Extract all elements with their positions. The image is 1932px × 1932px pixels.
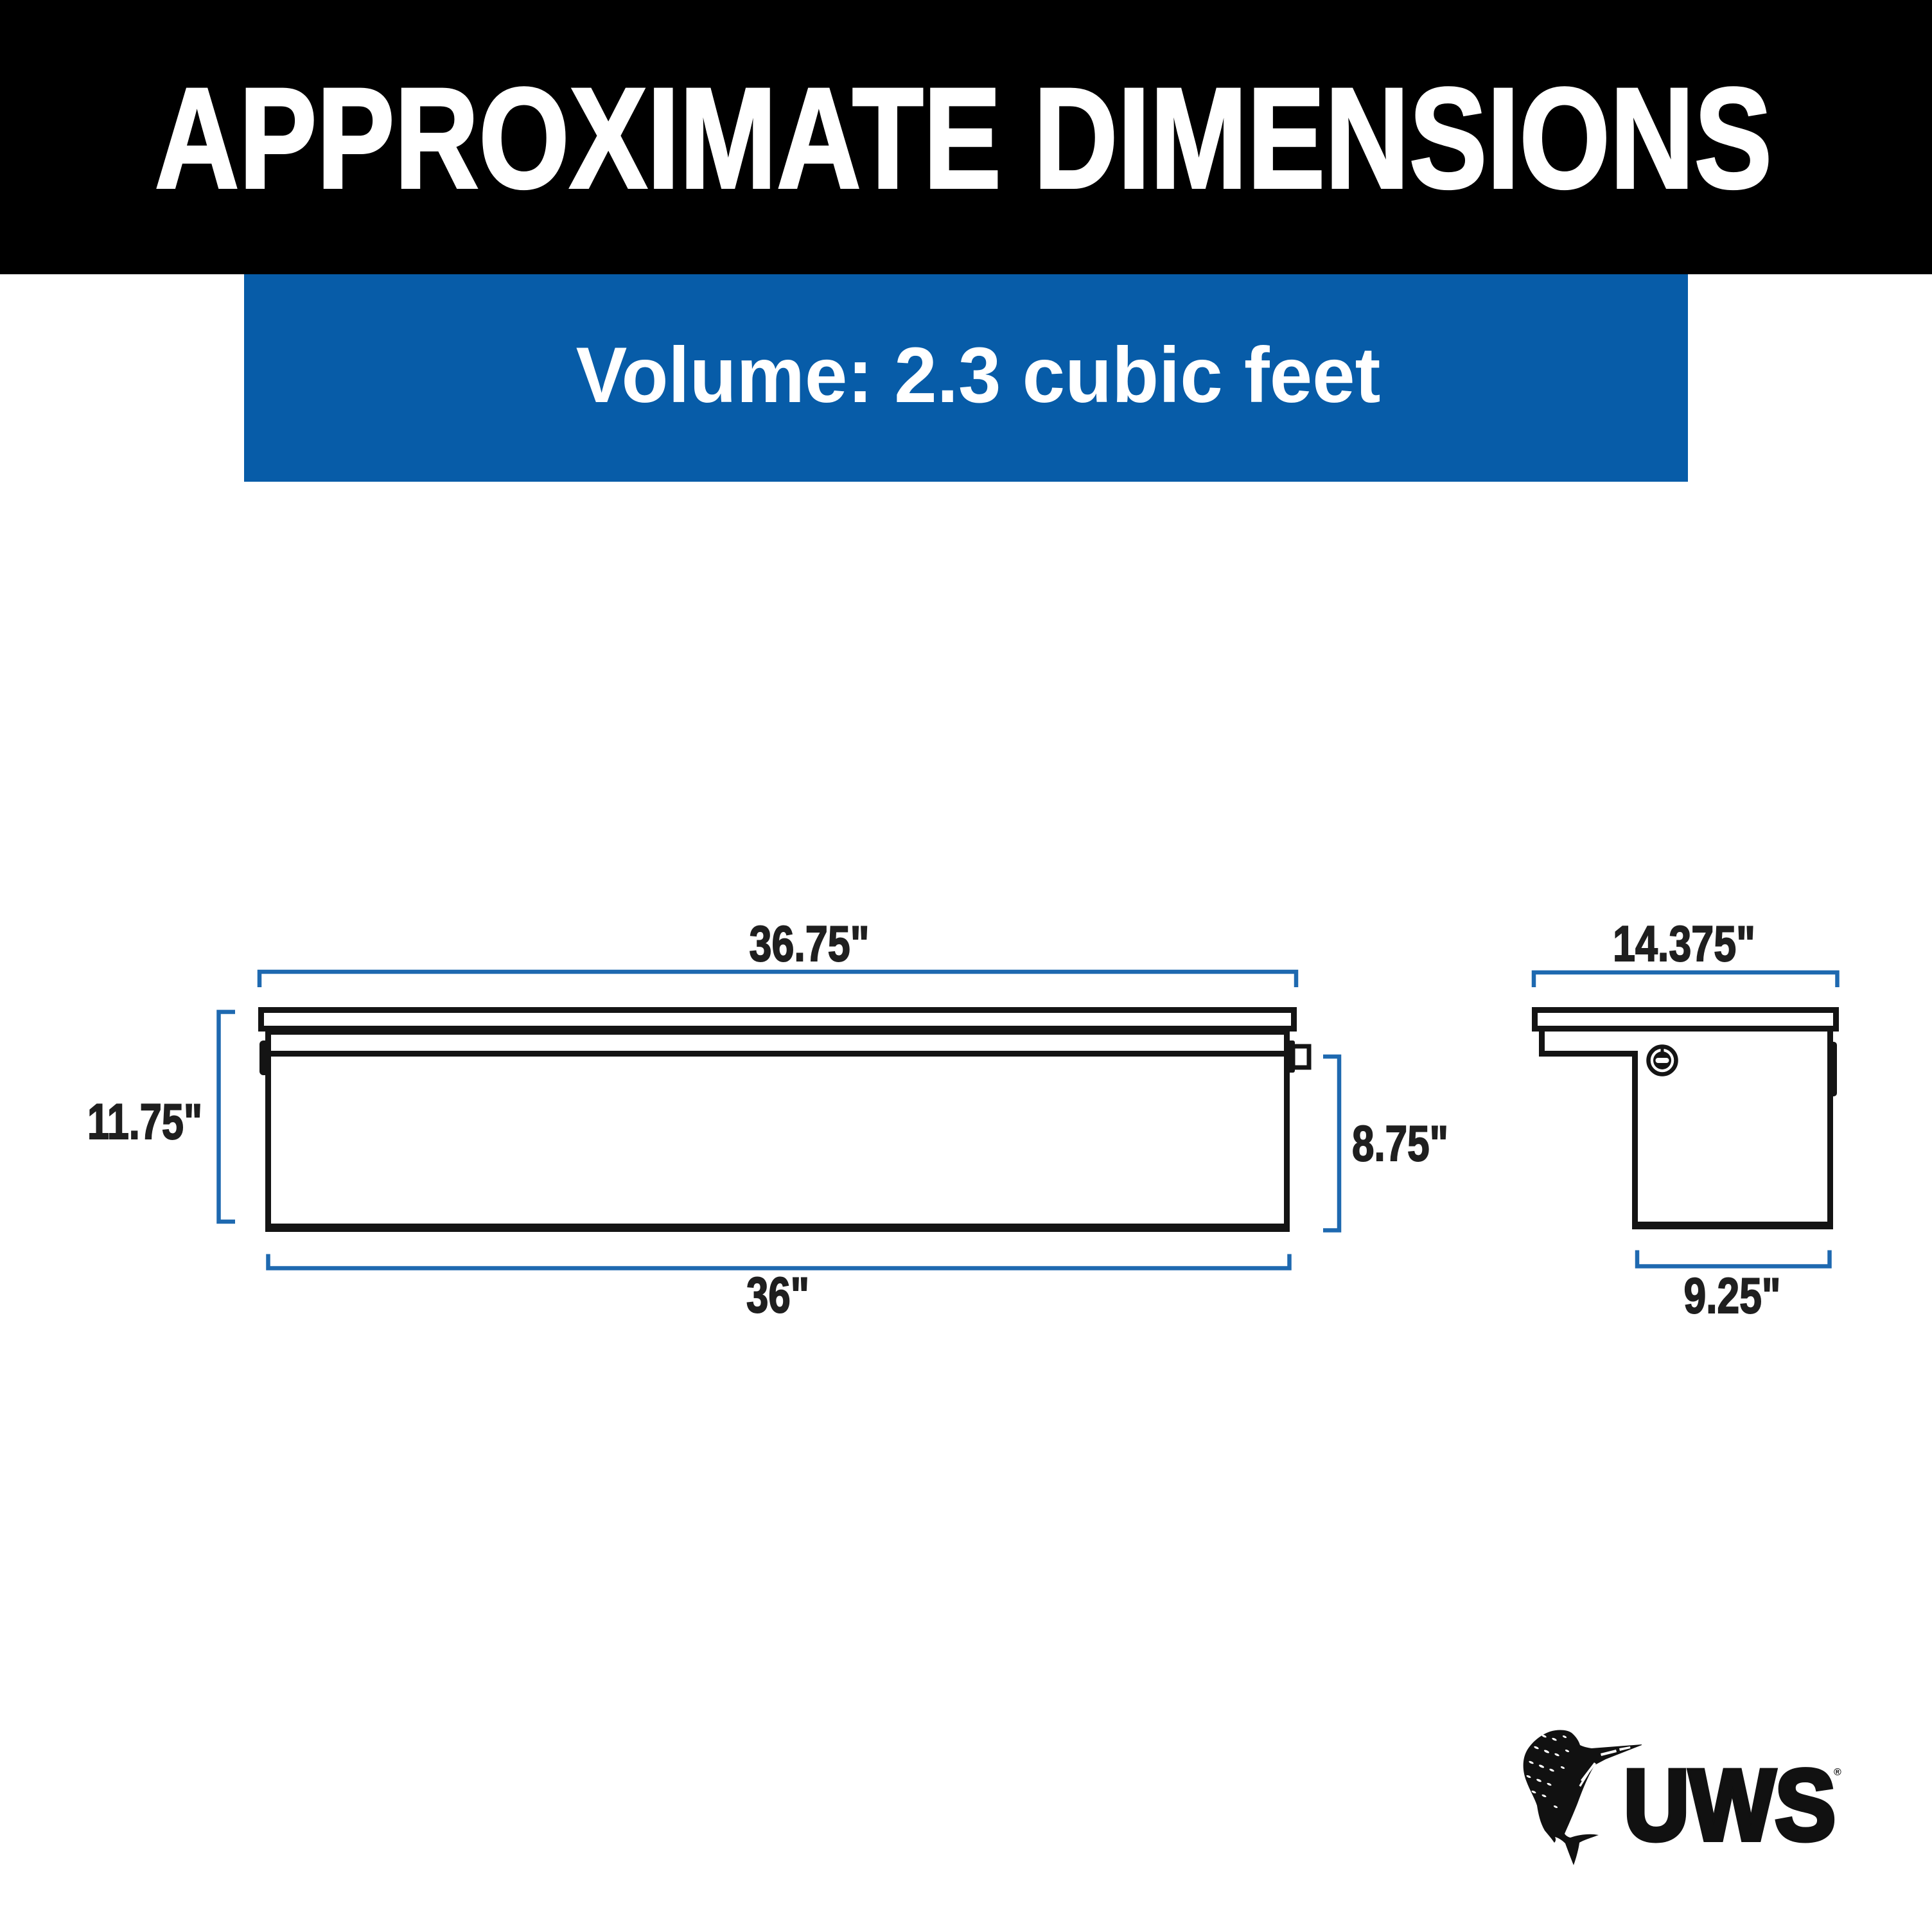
svg-text:APPROXIMATE DIMENSIONS: APPROXIMATE DIMENSIONS — [155, 58, 1772, 218]
svg-text:®: ® — [1834, 1767, 1841, 1778]
svg-text:UWS: UWS — [1624, 1749, 1836, 1861]
svg-text:14.375": 14.375" — [1613, 917, 1755, 972]
svg-text:11.75": 11.75" — [87, 1094, 202, 1150]
svg-text:8.75": 8.75" — [1352, 1115, 1448, 1171]
svg-text:36.75": 36.75" — [750, 917, 870, 972]
svg-text:9.25": 9.25" — [1684, 1267, 1781, 1323]
svg-text:Volume: 2.3 cubic feet: Volume: 2.3 cubic feet — [576, 330, 1381, 419]
svg-text:36": 36" — [746, 1267, 809, 1323]
